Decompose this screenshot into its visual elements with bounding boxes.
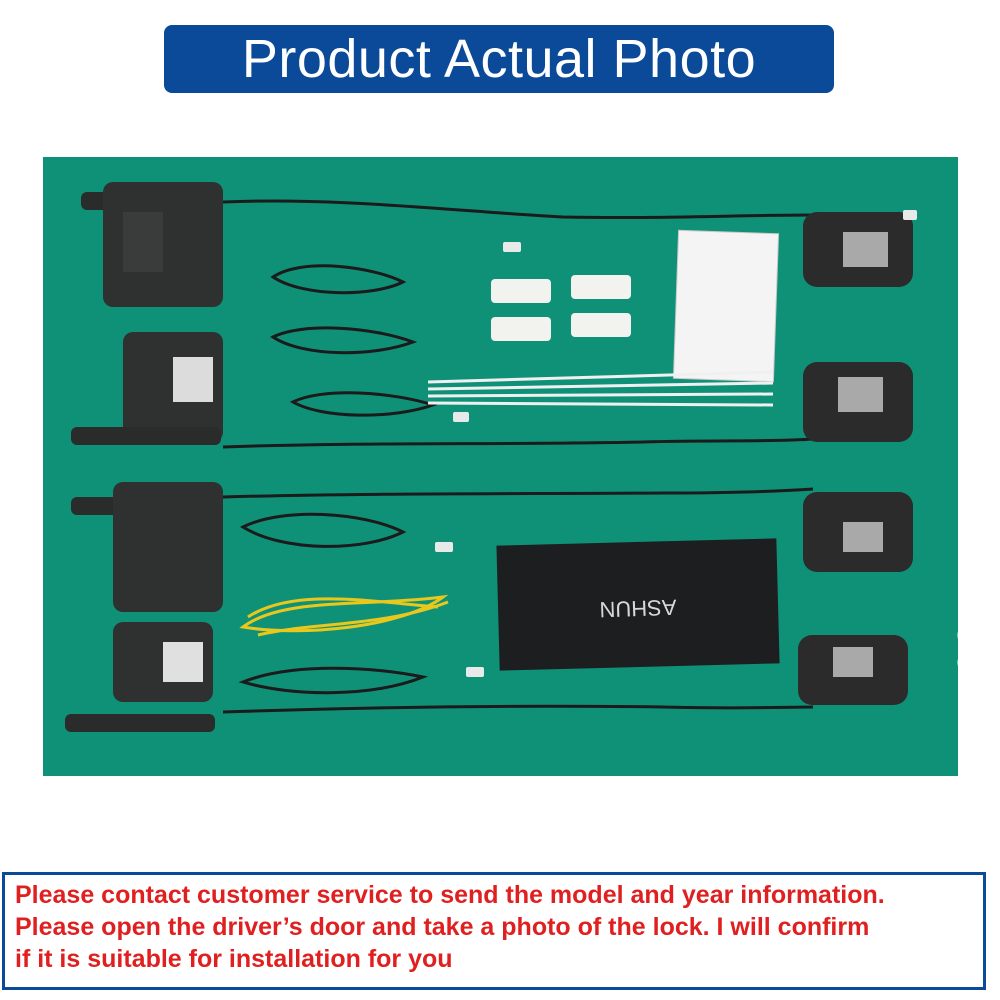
page-title: Product Actual Photo bbox=[241, 29, 757, 89]
coil-2 bbox=[270, 326, 418, 355]
model-number: MX-9011 bbox=[948, 537, 997, 727]
instruction-manual bbox=[672, 229, 780, 383]
cable-ties bbox=[427, 370, 774, 407]
anti-slip-pad: ASHUN bbox=[496, 538, 780, 671]
door-lock-3 bbox=[803, 492, 913, 572]
actuator-1 bbox=[81, 182, 223, 307]
coil-3 bbox=[289, 391, 438, 417]
cable-3 bbox=[222, 487, 814, 499]
model-label: MX-9011 bbox=[942, 527, 1000, 737]
product-photo: ASHUN MX-9011 bbox=[43, 157, 997, 776]
door-lock-1 bbox=[803, 212, 913, 287]
foam-pads bbox=[491, 275, 631, 341]
product-photo-illustration: ASHUN bbox=[43, 157, 958, 776]
coil-1 bbox=[270, 264, 407, 295]
pad-brand-text: ASHUN bbox=[599, 595, 677, 623]
cable-4 bbox=[222, 704, 814, 714]
door-lock-4 bbox=[798, 635, 908, 705]
cable-2 bbox=[222, 437, 814, 449]
actuator-4 bbox=[65, 622, 215, 732]
coil-4 bbox=[239, 512, 407, 548]
door-lock-2 bbox=[803, 362, 913, 442]
notice-line-1: Please contact customer service to send … bbox=[15, 881, 885, 909]
yellow-wire-bundle bbox=[239, 594, 449, 637]
notice-line-3: if it is suitable for installation for y… bbox=[15, 945, 453, 973]
actuator-2 bbox=[71, 332, 223, 445]
cable-1 bbox=[222, 199, 814, 220]
notice-box: Please contact customer service to send … bbox=[2, 872, 986, 990]
actuator-3 bbox=[71, 482, 223, 612]
notice-line-2: Please open the driver’s door and take a… bbox=[15, 913, 870, 941]
connectors bbox=[435, 210, 917, 677]
coil-5 bbox=[238, 666, 429, 695]
title-banner: Product Actual Photo bbox=[164, 25, 834, 93]
